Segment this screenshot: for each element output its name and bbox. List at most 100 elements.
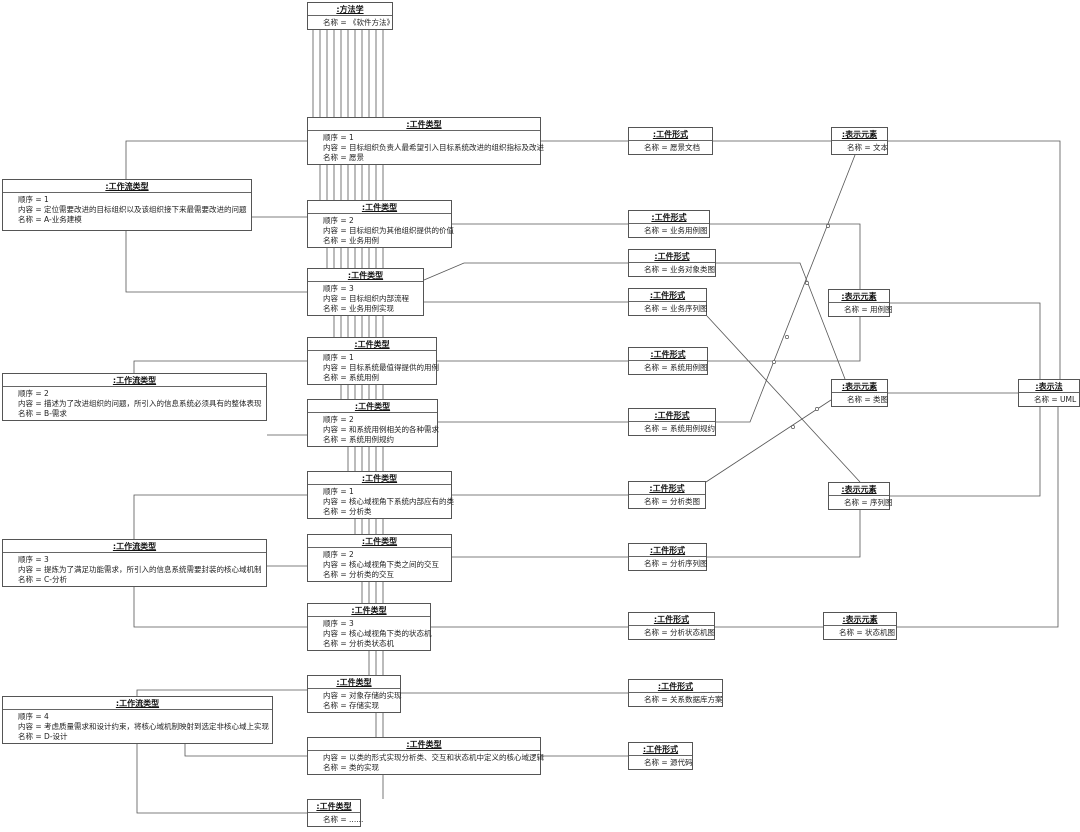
object-title: :工件形式 [654, 411, 690, 420]
object-title: :表示法 [1035, 382, 1063, 391]
attribute-line: 名称 = 业务序列图 [644, 304, 708, 313]
line-crossing [772, 360, 776, 364]
attribute-line: 名称 = 业务对象类图 [644, 265, 716, 274]
object-e2[interactable]: :表示元素名称 = 用例图 [828, 289, 893, 317]
object-title: :工件形式 [649, 291, 686, 300]
object-attributes: 名称 = 业务序列图 [629, 301, 708, 314]
form-element-link [705, 399, 832, 483]
object-title: :工作流类型 [105, 182, 149, 191]
object-attributes: 名称 = 分析类图 [629, 494, 705, 507]
object-title: :表示元素 [841, 382, 878, 391]
object-f6[interactable]: :工件形式名称 = 系统用例规约 [628, 408, 716, 436]
attribute-line: 名称 = 系统用例规约 [644, 424, 716, 433]
object-title: :工件形式 [642, 745, 679, 754]
object-f5[interactable]: :工件形式名称 = 系统用例图 [628, 347, 708, 375]
object-attributes: 名称 = 《软件方法》 [308, 15, 394, 28]
object-e5[interactable]: :表示元素名称 = 状态机图 [823, 612, 897, 640]
object-e4[interactable]: :表示元素名称 = 序列图 [828, 482, 893, 510]
attribute-line: 名称 = 类图 [847, 395, 889, 404]
object-title: :工件形式 [657, 682, 694, 691]
object-f8[interactable]: :工件形式名称 = 分析序列图 [628, 543, 708, 571]
attribute-line: 名称 = A-业务建模 [18, 215, 82, 225]
object-a10[interactable]: :工件类型内容 = 以类的形式实现分析类、交互和状态机中定义的核心域逻辑名称 =… [307, 737, 544, 775]
object-title: :工件类型 [361, 537, 398, 546]
object-f9[interactable]: :工件形式名称 = 分析状态机图 [628, 612, 715, 640]
object-f1[interactable]: :工件形式名称 = 愿景文档 [628, 127, 713, 155]
object-a11[interactable]: :工件类型名称 = ...... [307, 799, 363, 827]
wf-artifact-link [133, 494, 307, 539]
object-a9[interactable]: :工件类型内容 = 对象存储的实现名称 = 存储实现 [307, 675, 402, 713]
form-element-link [706, 315, 861, 483]
object-title: :工件类型 [361, 203, 398, 212]
object-attributes: 名称 = 关系数据库方案 [629, 692, 723, 705]
form-element-link [710, 223, 861, 289]
object-attributes: 名称 = 系统用例规约 [629, 421, 715, 434]
attribute-line: 内容 = 考虑质量需求和设计约束，将核心域机制映射到选定非核心域上实现 [18, 722, 270, 732]
form-element-link [716, 262, 846, 380]
object-notation[interactable]: :表示法名称 = UML [1018, 379, 1080, 407]
object-attributes: 名称 = ...... [308, 812, 363, 825]
object-title: :表示元素 [841, 485, 877, 494]
object-e1[interactable]: :表示元素名称 = 文本 [831, 127, 888, 155]
attribute-line: 名称 = 状态机图 [839, 628, 896, 637]
object-f3[interactable]: :工件形式名称 = 业务对象类图 [628, 249, 716, 277]
attribute-line: 名称 = 源代码 [644, 758, 693, 767]
attribute-line: 名称 = 关系数据库方案 [644, 695, 723, 704]
object-title: :工作流类型 [115, 699, 160, 708]
object-title: :工件形式 [649, 546, 686, 555]
object-attributes: 名称 = UML [1019, 392, 1079, 405]
attribute-line: 顺序 = 1 [323, 487, 354, 496]
object-attributes: 内容 = 以类的形式实现分析类、交互和状态机中定义的核心域逻辑名称 = 类的实现 [308, 750, 544, 773]
object-attributes: 名称 = 文本 [832, 140, 888, 153]
object-attributes: 名称 = 愿景文档 [629, 140, 712, 153]
form-element-link [707, 510, 861, 558]
attribute-line: 顺序 = 3 [323, 619, 354, 628]
object-title: :表示元素 [841, 292, 877, 301]
wf-artifact-link [133, 587, 307, 628]
attribute-line: 名称 = B-需求 [18, 409, 67, 419]
object-title: :工件类型 [354, 340, 390, 349]
object-f10[interactable]: :工件形式名称 = 关系数据库方案 [628, 679, 723, 707]
object-f7[interactable]: :工件形式名称 = 分析类图 [628, 481, 706, 509]
object-attributes: 名称 = 类图 [832, 392, 889, 405]
object-attributes: 名称 = 用例图 [829, 302, 893, 315]
wf-artifact-link [125, 140, 307, 179]
form-element-link [708, 317, 861, 362]
line-crossing [791, 425, 795, 429]
object-methodology[interactable]: :方法学名称 = 《软件方法》 [307, 2, 394, 30]
attribute-line: 名称 = 系统用例规约 [323, 435, 395, 445]
artifact-form-link [423, 262, 628, 281]
object-title: :工件形式 [654, 252, 690, 261]
attribute-line: 名称 = C-分析 [18, 575, 67, 585]
object-f2[interactable]: :工件形式名称 = 业务用例图 [628, 210, 710, 238]
attribute-line: 顺序 = 1 [323, 133, 354, 142]
attribute-line: 名称 = 存储实现 [323, 701, 380, 711]
object-e3[interactable]: :表示元素名称 = 类图 [831, 379, 888, 407]
object-f11[interactable]: :工件形式名称 = 源代码 [628, 742, 693, 770]
attribute-line: 名称 = 分析类状态机 [323, 639, 395, 649]
object-attributes: 名称 = 序列图 [829, 495, 893, 508]
attribute-line: 顺序 = 2 [323, 550, 354, 559]
object-f4[interactable]: :工件形式名称 = 业务序列图 [628, 288, 708, 316]
attribute-line: 名称 = 分析状态机图 [644, 628, 716, 637]
object-title: :工件形式 [650, 350, 686, 359]
object-attributes: 名称 = 源代码 [629, 755, 693, 768]
attribute-line: 内容 = 核心域视角下类之间的交互 [323, 560, 440, 570]
line-crossing [815, 407, 819, 411]
